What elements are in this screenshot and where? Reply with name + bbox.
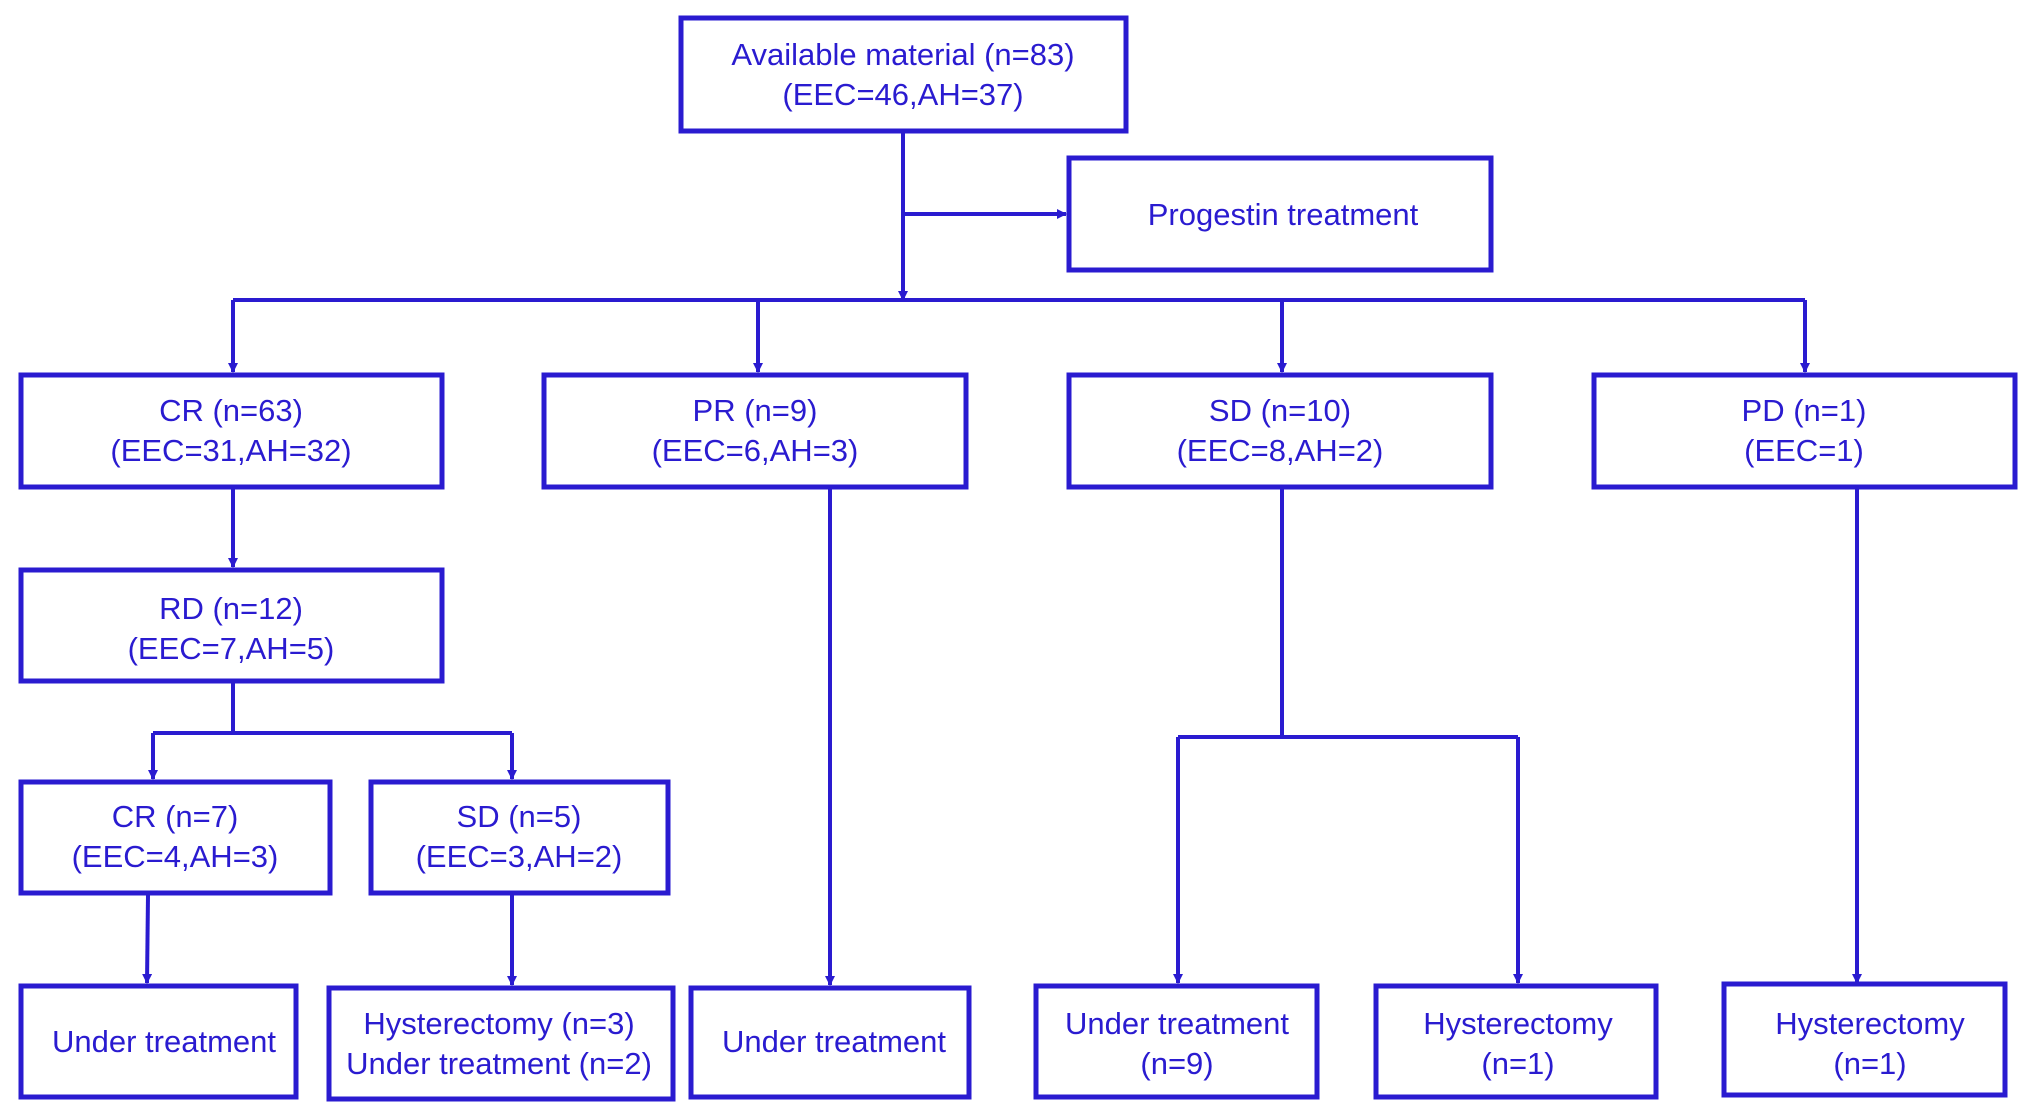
node-label: CR (n=7): [112, 799, 239, 834]
node-sublabel: (n=1): [1833, 1046, 1906, 1081]
node-available-material: Available material (n=83) (EEC=46,AH=37): [678, 15, 1129, 134]
connector-cr2-to-outcome: [142, 894, 153, 984]
node-sublabel: (EEC=31,AH=32): [110, 433, 351, 468]
node-progestin-treatment: Progestin treatment: [1066, 155, 1494, 273]
node-rd: RD (n=12) (EEC=7,AH=5): [18, 567, 445, 684]
node-outcome-pd-hysterectomy: Hysterectomy (n=1): [1721, 981, 2008, 1098]
node-sublabel: (EEC=4,AH=3): [72, 839, 279, 874]
node-label: Hysterectomy (n=3): [363, 1006, 634, 1041]
node-sublabel: (EEC=46,AH=37): [782, 77, 1023, 112]
node-pr: PR (n=9) (EEC=6,AH=3): [541, 372, 969, 490]
node-label: SD (n=5): [457, 799, 582, 834]
node-sd: SD (n=10) (EEC=8,AH=2): [1066, 372, 1494, 490]
node-label: Under treatment: [722, 1024, 946, 1059]
node-sublabel: Under treatment (n=2): [346, 1046, 652, 1081]
node-label: Available material (n=83): [731, 37, 1074, 72]
node-label: Progestin treatment: [1148, 197, 1419, 232]
node-outcome-pr-under-treatment: Under treatment: [688, 985, 972, 1100]
node-pd: PD (n=1) (EEC=1): [1591, 372, 2018, 490]
node-sublabel: (EEC=8,AH=2): [1177, 433, 1384, 468]
node-label: Hysterectomy: [1423, 1006, 1613, 1041]
node-label: RD (n=12): [159, 591, 303, 626]
node-sublabel: (n=9): [1140, 1046, 1213, 1081]
node-sublabel: (EEC=7,AH=5): [128, 631, 335, 666]
node-label: PR (n=9): [693, 393, 818, 428]
node-sublabel: (EEC=1): [1744, 433, 1864, 468]
node-outcome-sd-hysterectomy: Hysterectomy (n=1): [1373, 983, 1659, 1100]
connectors: [142, 133, 1862, 986]
node-label: SD (n=10): [1209, 393, 1351, 428]
node-outcome-cr-under-treatment: Under treatment: [18, 983, 299, 1100]
node-label: Under treatment: [52, 1024, 276, 1059]
node-sublabel: (EEC=6,AH=3): [652, 433, 859, 468]
node-outcome-sd-hysterectomy-under-treatment: Hysterectomy (n=3) Under treatment (n=2): [326, 985, 676, 1102]
node-sublabel: (EEC=3,AH=2): [416, 839, 623, 874]
node-label: Hysterectomy: [1775, 1006, 1965, 1041]
node-cr: CR (n=63) (EEC=31,AH=32): [18, 372, 445, 490]
node-label: Under treatment: [1065, 1006, 1289, 1041]
node-outcome-sd-under-treatment: Under treatment (n=9): [1033, 983, 1320, 1100]
node-label: PD (n=1): [1742, 393, 1867, 428]
node-sd-after-rd: SD (n=5) (EEC=3,AH=2): [368, 779, 671, 896]
node-cr-after-rd: CR (n=7) (EEC=4,AH=3): [18, 779, 333, 896]
node-label: CR (n=63): [159, 393, 303, 428]
node-sublabel: (n=1): [1481, 1046, 1554, 1081]
